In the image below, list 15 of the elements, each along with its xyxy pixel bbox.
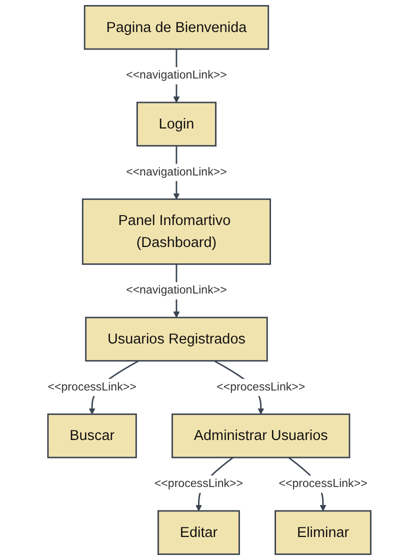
edge-label: <<navigationLink>> [126,69,228,82]
edge-label: <<processLink>> [48,381,137,394]
node-box: Login [136,102,217,146]
node-box: Panel Infomartivo (Dashboard) [82,198,272,265]
edge-label: <<processLink>> [278,478,368,490]
node-box: Administrar Usuarios [172,414,350,458]
edge-label: <<processLink>> [154,478,244,490]
node-box: Pagina de Bienvenida [84,5,270,50]
node-box: Buscar [47,414,138,458]
edge-label: <<navigationLink>> [126,166,228,178]
edge-label: <<navigationLink>> [126,284,228,297]
node-box: Editar [158,510,240,555]
edge-label: <<processLink>> [216,381,306,394]
node-box: Eliminar [274,510,372,555]
node-box: Usuarios Registrados [85,316,268,362]
